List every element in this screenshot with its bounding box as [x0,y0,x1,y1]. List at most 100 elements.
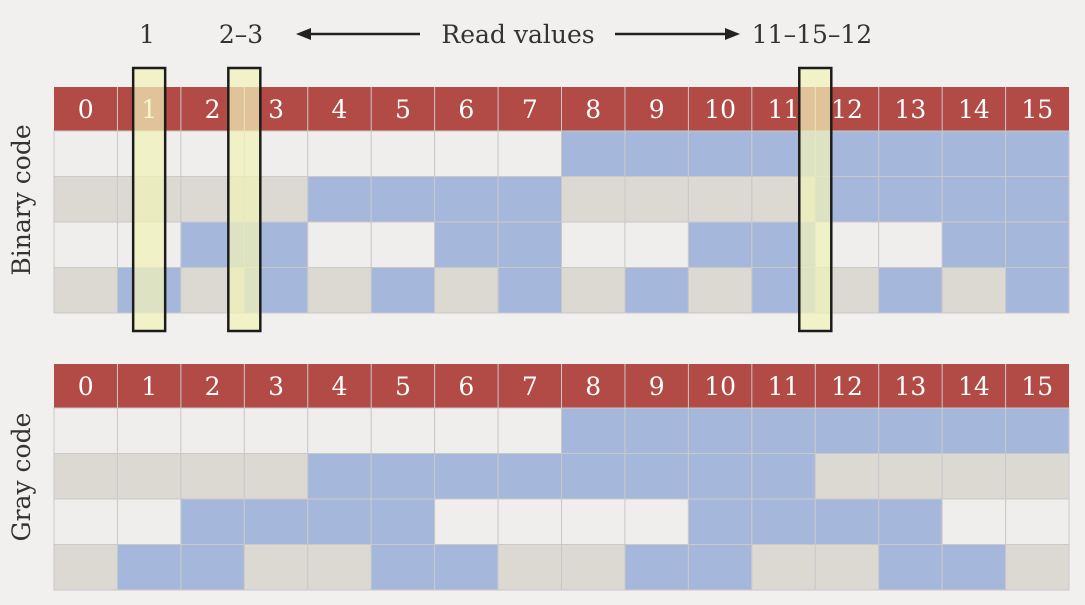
binary-bit-cell [687,267,753,314]
binary-bit-cell [941,221,1007,268]
gray-bit-cell [307,407,372,454]
read-highlight-bar [798,66,833,333]
gray-bit-cell [561,498,626,545]
binary-column-header: 3 [268,95,284,124]
gray-bit-cell [561,407,626,454]
gray-bit-cell [941,544,1007,591]
binary-bit-cell [1005,267,1070,314]
gray-bit-cell [878,453,943,500]
gray-bit-cell [434,498,499,545]
gray-bit-cell [941,407,1007,454]
gray-bit-cell [53,544,118,591]
gray-column-header: 10 [704,372,736,401]
gray-bit-cell [180,498,245,545]
binary-bit-cell [561,130,626,177]
binary-bit-cell [307,221,372,268]
gray-bit-cell [624,544,689,591]
gray-bit-cell [687,453,753,500]
gray-bit-cell [307,453,372,500]
binary-column-header: 8 [585,95,601,124]
binary-bit-cell [878,176,943,223]
read-value-1: 1 [139,20,155,49]
gray-bit-cell [243,453,309,500]
binary-bit-cell [434,176,499,223]
left-arrow-icon [296,28,311,40]
gray-bit-cell [878,544,943,591]
gray-bit-cell [116,407,182,454]
gray-column-header: 14 [958,372,990,401]
gray-bit-cell [497,407,563,454]
gray-bit-cell [561,544,626,591]
binary-bit-cell [878,130,943,177]
gray-column-header: 15 [1021,372,1053,401]
gray-bit-cell [941,498,1007,545]
gray-bit-cell [307,498,372,545]
binary-bit-cell [434,267,499,314]
binary-bit-cell [1005,176,1070,223]
gray-bit-cell [370,407,436,454]
gray-bit-cell [434,407,499,454]
binary-bit-cell [624,267,689,314]
gray-bit-cell [434,544,499,591]
binary-bit-cell [561,267,626,314]
gray-column-header: 8 [585,372,601,401]
binary-bit-cell [497,130,563,177]
gray-bit-cell [497,453,563,500]
gray-bit-cell [1005,453,1070,500]
gray-bit-cell [751,407,816,454]
binary-bit-cell [497,267,563,314]
binary-bit-cell [53,130,118,177]
gray-column-header: 4 [332,372,348,401]
read-values-label: Read values [441,20,594,49]
gray-bit-cell [434,453,499,500]
binary-bit-cell [434,221,499,268]
binary-bit-cell [941,267,1007,314]
gray-bit-cell [180,544,245,591]
gray-bit-cell [370,544,436,591]
binary-bit-cell [434,130,499,177]
binary-column-header: 6 [458,95,474,124]
binary-bit-cell [878,267,943,314]
gray-bit-cell [561,453,626,500]
gray-column-header: 0 [78,372,94,401]
binary-bit-cell [561,221,626,268]
binary-column-header: 0 [78,95,94,124]
gray-bit-cell [180,407,245,454]
binary-bit-cell [624,176,689,223]
binary-column-header: 10 [704,95,736,124]
binary-bit-cell [370,221,436,268]
binary-bit-cell [307,130,372,177]
gray-bit-cell [814,453,880,500]
gray-column-header: 6 [458,372,474,401]
gray-bit-cell [243,407,309,454]
binary-column-header: 14 [958,95,990,124]
binary-bit-cell [53,267,118,314]
gray-bit-cell [751,544,816,591]
right-arrow-icon [725,28,740,40]
binary-bit-cell [307,267,372,314]
read-highlight-bar [227,66,262,333]
gray-bit-cell [624,453,689,500]
binary-bit-cell [687,176,753,223]
binary-bit-cell [497,176,563,223]
binary-column-header: 4 [332,95,348,124]
binary-column-header: 15 [1021,95,1053,124]
gray-bit-cell [751,453,816,500]
gray-bit-cell [878,407,943,454]
read-highlight-bar [131,66,167,333]
gray-bit-cell [624,407,689,454]
gray-column-header: 9 [649,372,665,401]
binary-bit-cell [941,130,1007,177]
gray-column-header: 1 [141,372,157,401]
binary-bit-cell [878,221,943,268]
binary-column-header: 9 [649,95,665,124]
binary-bit-cell [941,176,1007,223]
binary-column-header: 12 [831,95,863,124]
gray-bit-cell [370,498,436,545]
read-highlights [131,66,833,333]
gray-column-header: 3 [268,372,284,401]
gray-bit-cell [878,498,943,545]
gray-bit-cell [814,407,880,454]
